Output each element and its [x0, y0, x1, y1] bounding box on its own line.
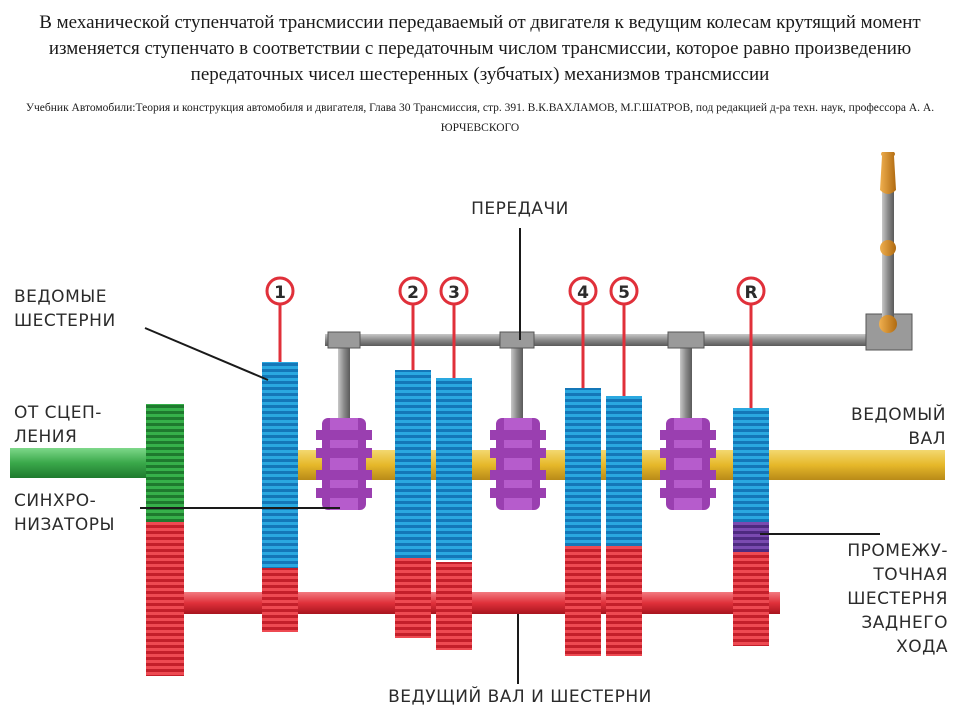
- driven-gear-3: [436, 378, 472, 560]
- synchronizer-3: [660, 418, 716, 510]
- input-shaft: [10, 448, 160, 478]
- label-idler-line1: ПРОМЕЖУ-: [847, 541, 948, 561]
- selector-rod: [325, 334, 870, 346]
- gear-badge-label: R: [744, 283, 757, 303]
- source-citation: Учебник Автомобили:Теория и конструкция …: [25, 102, 935, 134]
- drive-gear-2: [395, 558, 431, 638]
- gear-badge-label: 2: [407, 283, 419, 303]
- gear-badge-label: 3: [448, 283, 460, 303]
- gear-badge-5: 5: [609, 276, 639, 306]
- drive-gear-4: [565, 546, 601, 656]
- label-gears: ПЕРЕДАЧИ: [471, 199, 569, 219]
- label-driven-gears-line1: ВЕДОМЫЕ: [14, 287, 107, 307]
- gear-lever: [865, 152, 913, 351]
- drive-gear-r: [733, 552, 769, 646]
- synchronizer-1: [316, 418, 372, 510]
- reverse-idler-gear: [733, 522, 769, 552]
- gear-badge-3: 3: [439, 276, 469, 306]
- countershaft-drive-gear: [146, 522, 184, 676]
- driven-gear-1: [262, 362, 298, 570]
- label-driven-gears-line2: ШЕСТЕРНИ: [14, 311, 116, 331]
- label-idler-line3: ШЕСТЕРНЯ: [847, 589, 948, 609]
- label-from-clutch-line2: ЛЕНИЯ: [14, 427, 78, 447]
- label-synchro-line2: НИЗАТОРЫ: [14, 515, 116, 535]
- label-synchro-line1: СИНХРО-: [14, 491, 97, 511]
- label-driven-shaft-line2: ВАЛ: [908, 429, 946, 449]
- gear-badge-label: 4: [577, 283, 589, 303]
- label-from-clutch-line1: ОТ СЦЕП-: [14, 403, 102, 423]
- label-drive-shaft: ВЕДУЩИЙ ВАЛ И ШЕСТЕРНИ: [388, 687, 652, 707]
- driven-gear-4: [565, 388, 601, 548]
- selector-fork-1: [327, 331, 361, 420]
- driven-gear-2: [395, 370, 431, 558]
- gear-badge-2: 2: [398, 276, 428, 306]
- drive-gear-3: [436, 562, 472, 650]
- drive-gear-1: [262, 568, 298, 632]
- selector-fork-2: [499, 331, 535, 420]
- gear-badge-label: 1: [274, 283, 286, 303]
- synchronizer-2: [490, 418, 546, 510]
- label-idler-line2: ТОЧНАЯ: [873, 565, 948, 585]
- drive-gear-5: [606, 546, 642, 656]
- gear-badge-4: 4: [568, 276, 598, 306]
- label-idler-line5: ХОДА: [896, 637, 948, 657]
- label-idler-line4: ЗАДНЕГО: [861, 613, 948, 633]
- page-title: В механической ступенчатой трансмиссии п…: [39, 12, 921, 85]
- gear-badge-label: 5: [618, 283, 630, 303]
- label-driven-shaft-line1: ВЕДОМЫЙ: [851, 405, 946, 425]
- gear-badge-r: R: [736, 276, 766, 306]
- selector-fork-3: [667, 331, 705, 420]
- gear-badge-1: 1: [265, 276, 295, 306]
- driven-gear-5: [606, 396, 642, 546]
- driven-gear-r: [733, 408, 769, 524]
- input-gear: [146, 404, 184, 522]
